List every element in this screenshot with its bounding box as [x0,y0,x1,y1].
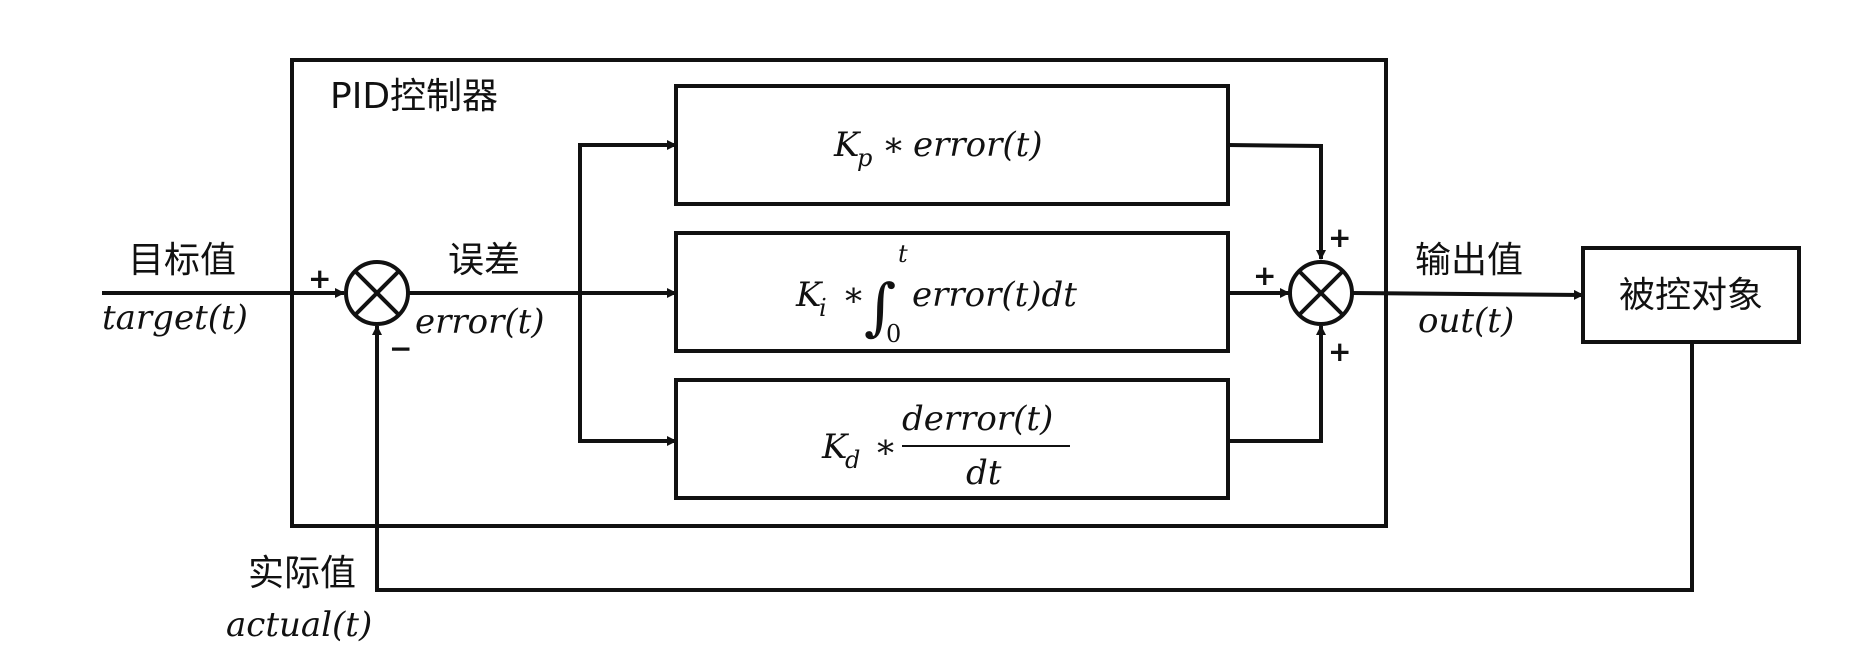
proportional-plus-sign: + [1328,221,1351,254]
proportional-formula: K p ∗ error(t) [833,125,1043,172]
output-summing-junction [1288,260,1354,326]
svg-text:∗: ∗ [842,275,865,315]
error-label: 误差 [448,240,520,281]
integral-plus-sign: + [1253,259,1276,292]
plant-label: 被控对象 [1619,275,1763,316]
output-symbol: out(t) [1418,301,1514,341]
svg-text:p: p [857,144,872,172]
error-symbol: error(t) [415,302,545,342]
pid-controller-title: PID控制器 [330,76,498,117]
feedback-label: 实际值 [248,553,356,594]
svg-text:i: i [819,294,827,322]
integral-box [674,231,1230,353]
svg-text:∗: ∗ [874,427,897,467]
plant-box [1581,246,1801,344]
svg-text:K: K [795,275,824,315]
svg-text:error(t): error(t) [913,125,1043,165]
input-label: 目标值 [128,240,236,281]
derivative-box [674,378,1230,500]
input-symbol: target(t) [102,298,248,338]
derivative-plus-sign: + [1328,335,1351,368]
input-plus-sign: + [308,262,331,295]
svg-text:d: d [845,446,860,474]
derivative-output-line [1228,325,1326,443]
proportional-box [674,84,1230,206]
feedback-line [372,325,1694,592]
svg-text:K: K [821,427,850,467]
svg-text:∗: ∗ [882,125,905,165]
feedback-minus-sign: − [389,332,412,365]
svg-text:t: t [898,240,908,268]
svg-text:K: K [833,125,862,165]
integral-formula: K i ∗ ∫ t 0 error(t)dt [795,240,1077,348]
error-summing-junction [344,260,410,326]
derivative-formula: K d ∗ derror(t) dt [821,399,1070,493]
svg-text:error(t)dt: error(t)dt [912,275,1077,315]
svg-text:dt: dt [966,453,1002,493]
feedback-symbol: actual(t) [226,605,372,645]
svg-text:derror(t): derror(t) [902,399,1053,439]
proportional-output-line [1227,143,1326,260]
output-label: 输出值 [1415,240,1523,281]
output-signal-line [1351,289,1584,300]
svg-text:∫: ∫ [864,270,896,343]
svg-text:0: 0 [886,320,901,348]
